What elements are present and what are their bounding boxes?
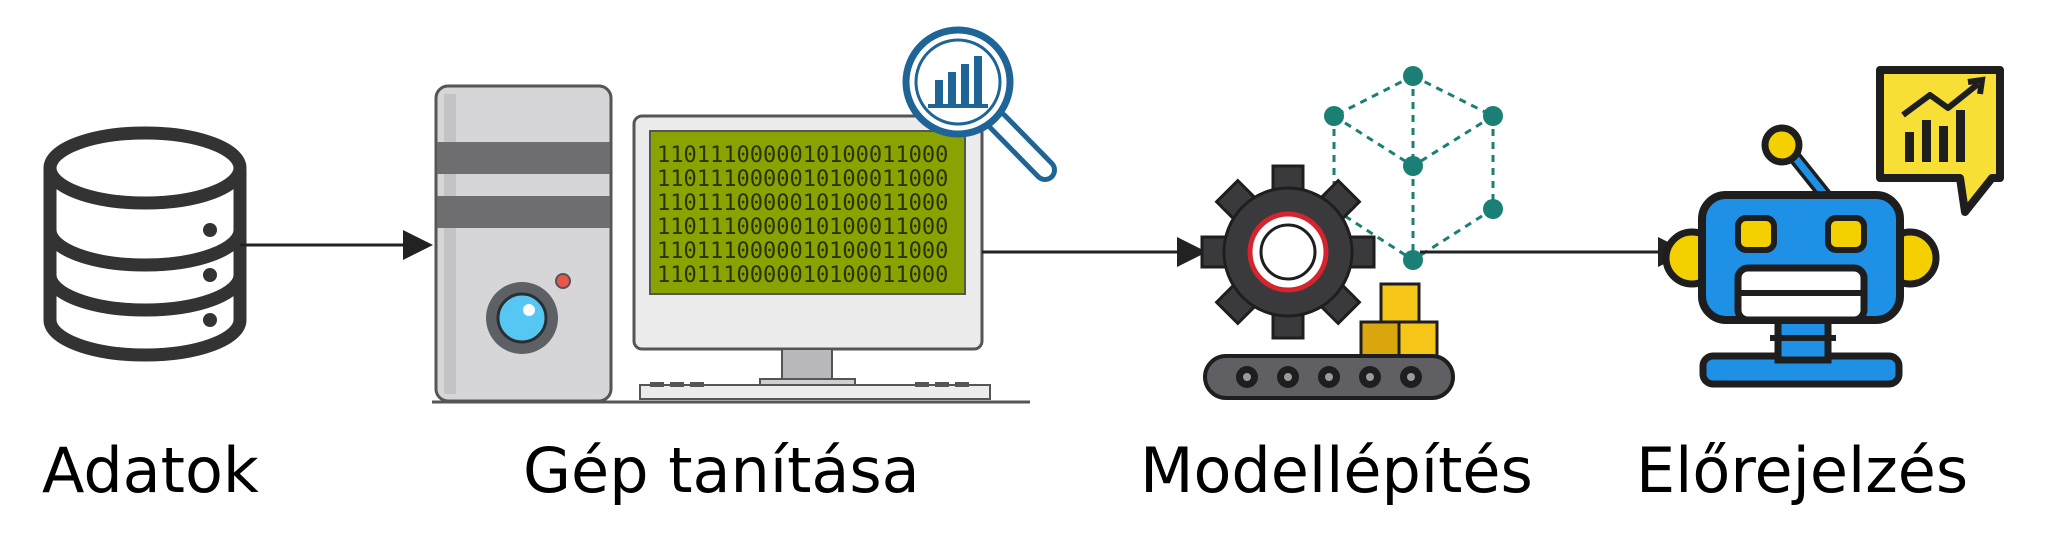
stage-label-prediction: Előrejelzés — [1636, 434, 1969, 507]
binary-row: 1101110000010100011000 — [657, 191, 948, 216]
magnifier-chart-icon — [902, 26, 1057, 182]
binary-row: 1101110000010100011000 — [657, 143, 948, 168]
boxes-icon — [1359, 282, 1439, 360]
stage-label-training: Gép tanítása — [523, 434, 920, 507]
chart-bubble-icon — [1876, 66, 2004, 216]
binary-row: 1101110000010100011000 — [657, 167, 948, 192]
database-icon — [43, 126, 247, 362]
binary-screen: 1101110000010100011000 11011100000101000… — [657, 143, 948, 288]
computer-icon: 1101110000010100011000 11011100000101000… — [432, 84, 1030, 404]
robot-icon — [1662, 124, 1940, 388]
conveyor-belt-icon — [1203, 354, 1455, 400]
network-cube-icon — [1332, 74, 1495, 262]
stage-label-modeling: Modellépítés — [1140, 434, 1533, 507]
stage-label-data: Adatok — [42, 434, 259, 507]
gear-icon — [1200, 164, 1376, 340]
binary-row: 1101110000010100011000 — [657, 215, 948, 240]
binary-row: 1101110000010100011000 — [657, 263, 948, 288]
binary-row: 1101110000010100011000 — [657, 239, 948, 264]
